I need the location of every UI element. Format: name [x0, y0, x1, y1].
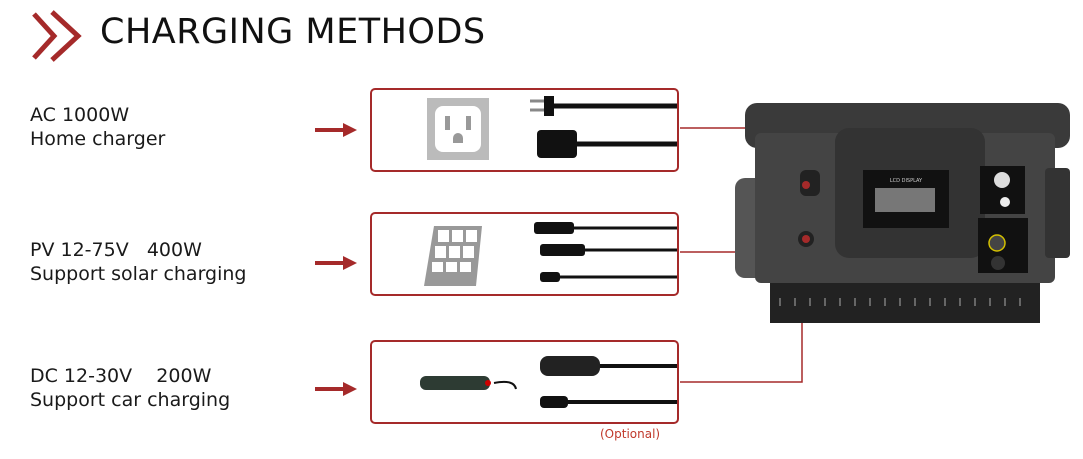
- method-ac-desc: Home charger: [30, 128, 166, 150]
- power-station-device-image: LCD DISPLAY: [735, 103, 1070, 323]
- method-pv-desc: Support solar charging: [30, 263, 247, 285]
- ac-charging-box: [370, 88, 679, 172]
- arrow-right-icon: [315, 123, 357, 137]
- solar-charging-box: [370, 212, 679, 296]
- ac-outlet-and-cable-icon: [427, 96, 677, 160]
- arrow-right-icon: [315, 256, 357, 270]
- method-dc-power: DC 12-30V 200W: [30, 365, 212, 387]
- optional-note: (Optional): [600, 427, 661, 441]
- car-charger-cable-icon: [420, 356, 677, 408]
- method-ac-power: AC 1000W: [30, 104, 130, 126]
- solar-panel-and-cable-icon: [424, 222, 677, 286]
- arrow-right-icon: [315, 382, 357, 396]
- lcd-display-label: LCD DISPLAY: [890, 178, 923, 184]
- method-dc-desc: Support car charging: [30, 389, 231, 411]
- double-chevron-icon: [32, 10, 82, 62]
- method-pv-power: PV 12-75V 400W: [30, 239, 202, 261]
- car-charging-box: [370, 340, 679, 424]
- page-title: CHARGING METHODS: [100, 12, 486, 52]
